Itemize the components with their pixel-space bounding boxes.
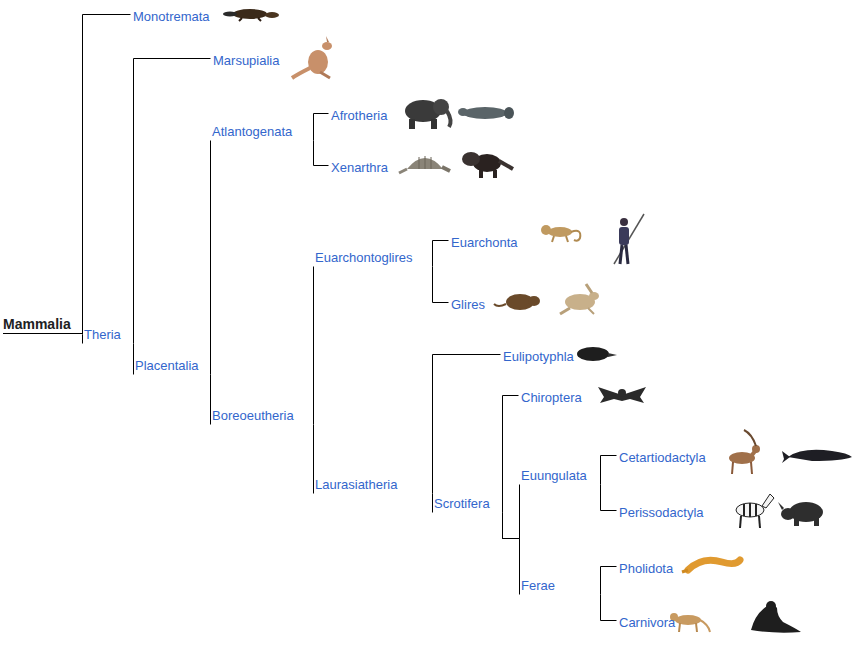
clade-name: Laurasiatheria (315, 477, 397, 492)
taxon-label: Glires (448, 295, 488, 310)
cat-picture (670, 613, 710, 632)
clade-label: Boreoeutheria (210, 406, 313, 424)
tree-branch (313, 267, 314, 425)
clade-name: Placentalia (135, 358, 199, 373)
taxon-label: Pholidota (616, 559, 677, 574)
tree-branch (313, 425, 314, 494)
clade-name: Atlantogenata (212, 124, 292, 139)
clade-name: Eulipotyphla (503, 349, 574, 364)
tree-branch (601, 485, 617, 511)
taxon-label: Xenarthra (328, 158, 392, 173)
clade-label: Mammalia (3, 315, 82, 334)
zebra-picture (736, 494, 774, 528)
clade-name: Euungulata (521, 468, 587, 483)
tree-branch (503, 396, 519, 513)
taxon-label: Perissodactyla (616, 503, 707, 518)
taxon-label: Cetartiodactyla (616, 448, 709, 463)
clade-label: Ferae (519, 576, 600, 594)
tree-branch (601, 595, 617, 621)
sea-lion-picture (751, 601, 801, 633)
clade-label: Scrotifera (432, 494, 502, 512)
clade-name: Cetartiodactyla (619, 450, 706, 465)
clade-label: Placentalia (133, 356, 210, 374)
tree-branch (134, 59, 211, 344)
clade-name: Boreoeutheria (212, 408, 294, 423)
clade-name: Glires (451, 297, 485, 312)
clade-name: Xenarthra (331, 160, 388, 175)
elephant-picture (405, 99, 451, 129)
clade-name: Perissodactyla (619, 505, 704, 520)
clade-name: Mammalia (3, 316, 71, 332)
taxon-label: Eulipotyphla (500, 347, 577, 362)
clade-label: Euarchontoglires (313, 248, 432, 266)
clade-name: Euarchonta (451, 235, 518, 250)
clade-name: Theria (84, 327, 121, 342)
rat-picture (494, 294, 540, 310)
clade-name: Pholidota (619, 561, 673, 576)
tree-branch (133, 344, 134, 375)
clade-label: Laurasiatheria (313, 475, 432, 493)
tree-branch (432, 494, 433, 513)
anteater-picture (462, 152, 513, 178)
taxon-label: Euarchonta (448, 233, 521, 248)
clade-name: Carnivora (619, 615, 675, 630)
platypus-picture (223, 9, 279, 21)
taxon-label: Carnivora (616, 613, 679, 628)
rhinoceros-picture (778, 502, 823, 526)
manatee-picture (458, 107, 514, 119)
clade-name: Monotremata (133, 9, 210, 24)
bat-picture (598, 387, 646, 403)
human-picture (614, 214, 644, 264)
kangaroo-picture (292, 36, 332, 78)
tree-branch (433, 241, 449, 267)
armadillo-picture (399, 156, 450, 173)
tree-branch (503, 485, 520, 539)
hare-picture (560, 284, 599, 314)
clade-name: Marsupialia (213, 53, 279, 68)
tree-branch (503, 513, 520, 595)
tree-branch (601, 456, 617, 485)
clade-name: Chiroptera (521, 390, 582, 405)
clade-label: Euungulata (519, 466, 600, 484)
tree-branch (314, 114, 329, 141)
clade-label: Atlantogenata (210, 122, 313, 140)
tree-branch (83, 15, 131, 335)
whale-picture (782, 450, 852, 463)
tree-branch (82, 335, 83, 344)
antelope-picture (729, 430, 760, 474)
taxon-label: Monotremata (130, 7, 213, 22)
taxon-label: Afrotheria (328, 106, 391, 121)
tree-branch (210, 141, 211, 375)
taxon-label: Marsupialia (210, 51, 283, 66)
clade-name: Afrotheria (331, 108, 387, 123)
monkey-picture (541, 225, 580, 242)
taxon-label: Chiroptera (518, 388, 585, 403)
clade-name: Euarchontoglires (315, 250, 413, 265)
tree-branch (601, 567, 617, 595)
clade-label: Theria (82, 325, 133, 343)
pangolin-picture (682, 560, 740, 572)
tree-branch (314, 141, 329, 166)
tree-branch (210, 375, 211, 425)
clade-name: Scrotifera (434, 496, 490, 511)
tree-branch (433, 267, 449, 303)
clade-name: Ferae (521, 578, 555, 593)
tree-branch (433, 355, 501, 494)
mole-picture (577, 347, 617, 361)
